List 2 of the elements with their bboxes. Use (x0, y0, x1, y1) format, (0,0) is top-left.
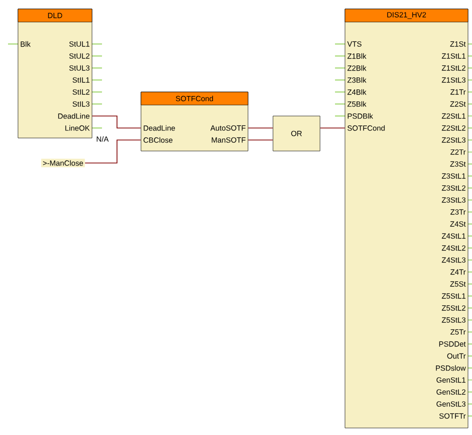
wire (84, 140, 142, 164)
wire (92, 116, 142, 128)
